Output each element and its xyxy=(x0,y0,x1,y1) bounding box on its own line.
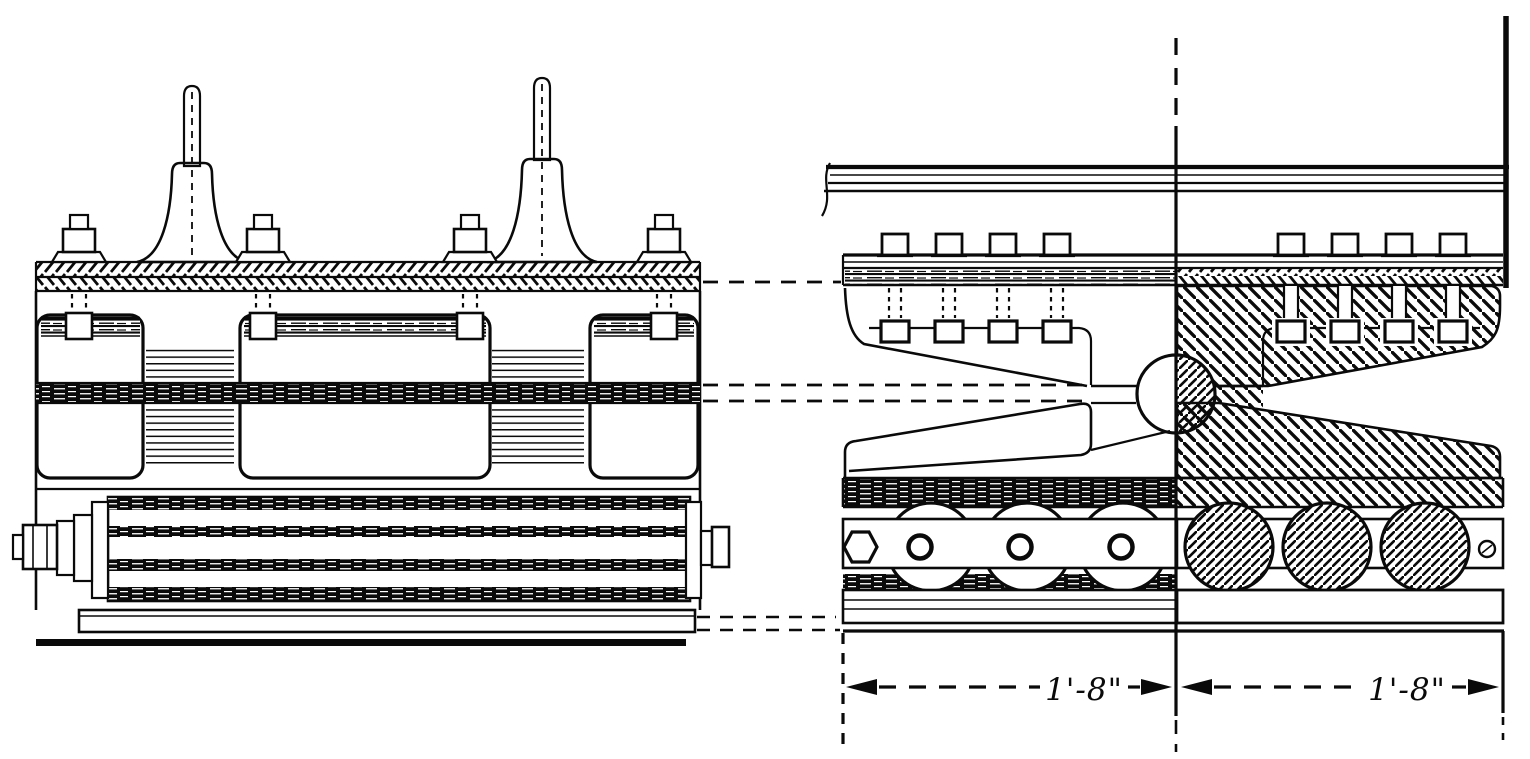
girder-flange xyxy=(821,16,1509,288)
ground-line xyxy=(36,639,686,646)
bearing-body xyxy=(34,291,702,610)
top-flange xyxy=(34,260,702,293)
dim-arrow-right-out xyxy=(1468,679,1499,695)
projection-lines xyxy=(697,280,1086,632)
section-bolts-left xyxy=(877,232,1075,344)
elevation-view xyxy=(11,76,731,646)
tie-bolt-hex-head xyxy=(842,530,879,564)
section-bolts-right xyxy=(1272,232,1472,346)
section-view xyxy=(821,16,1509,740)
dim-arrow-right-in xyxy=(1181,679,1212,695)
sole-plate xyxy=(841,253,1503,287)
dimensions: 1'-8" 1'-8" xyxy=(841,633,1499,750)
masonry-plate xyxy=(843,629,1505,740)
inner-nut-ledges xyxy=(41,311,694,341)
shaft-band xyxy=(36,381,700,405)
dimension-left-label: 1'-8" xyxy=(1045,672,1123,708)
sectioned-rollers xyxy=(1183,501,1471,593)
dim-arrow-left-in xyxy=(1141,679,1172,695)
girder-web-plates xyxy=(136,76,598,264)
roller-assembly xyxy=(841,501,1505,593)
dimension-right-label: 1'-8" xyxy=(1368,672,1446,708)
dim-arrow-left-out xyxy=(846,679,877,695)
base-plate xyxy=(36,608,697,646)
bed-plate xyxy=(841,588,1505,625)
flange-bolts xyxy=(50,213,693,315)
roller-nest-elevation xyxy=(11,495,731,603)
